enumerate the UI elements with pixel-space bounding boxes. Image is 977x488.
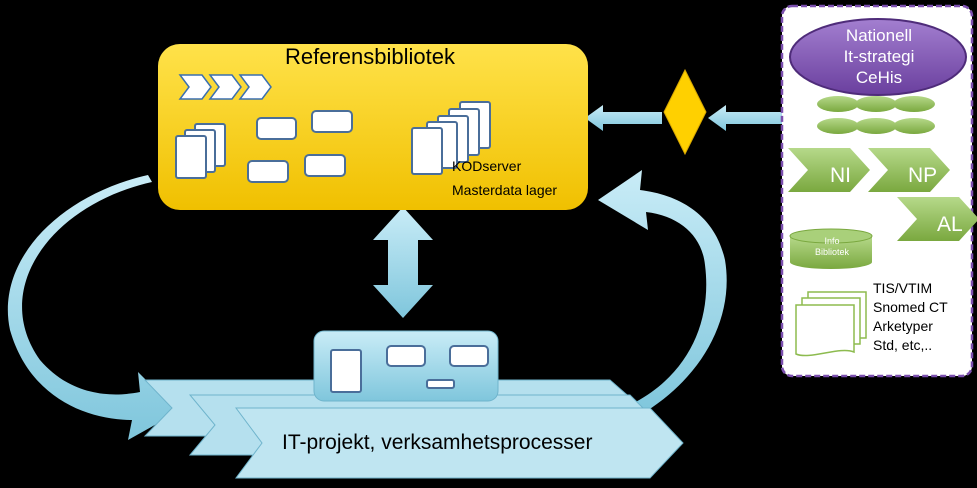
data-block-icons (247, 110, 353, 183)
standard-item: Std, etc,.. (873, 337, 933, 353)
kodserver-label: KODserver (452, 158, 522, 174)
standard-item: TIS/VTIM (873, 280, 933, 296)
standards-list: TIS/VTIM Snomed CT Arketyper Std, etc,.. (873, 279, 948, 355)
green-chevrons (788, 148, 977, 241)
right-curved-arrow (598, 170, 727, 415)
system-box-icons (330, 345, 489, 393)
masterdata-label: Masterdata lager (452, 182, 558, 198)
info-bibliotek-label: Info Bibliotek (800, 236, 864, 258)
process-chevrons (178, 74, 272, 100)
arrow-to-referens (585, 105, 662, 131)
referensbibliotek-title: Referensbibliotek (285, 44, 455, 69)
gate-diamond (663, 68, 707, 156)
chevron-label-ni: NI (830, 164, 851, 187)
arrow-to-diamond (708, 105, 785, 131)
it-projekt-arrows (143, 379, 684, 479)
standards-documents-icon (795, 291, 867, 357)
green-pill-items (817, 96, 935, 134)
it-projekt-label: IT-projekt, verksamhetsprocesser (282, 431, 593, 454)
vertical-double-arrow (373, 207, 433, 318)
info-bibliotek-cylinder (789, 228, 873, 269)
left-curved-arrow (7, 175, 178, 440)
standard-item: Arketyper (873, 318, 933, 334)
document-stack-icon (175, 123, 226, 179)
info-line-1: Info (824, 236, 840, 246)
info-line-2: Bibliotek (814, 247, 850, 257)
chevron-label-np: NP (908, 164, 938, 187)
strategy-label: Nationell It-strategi CeHis (790, 18, 968, 94)
kodserver-documents-icon (411, 101, 491, 175)
strategy-line-2: It-strategi (843, 46, 915, 66)
strategy-line-3: CeHis (855, 67, 903, 87)
chevron-label-al: AL (937, 213, 963, 236)
standard-item: Snomed CT (873, 299, 948, 315)
strategy-ellipse (789, 18, 967, 96)
strategy-line-1: Nationell (845, 25, 913, 45)
